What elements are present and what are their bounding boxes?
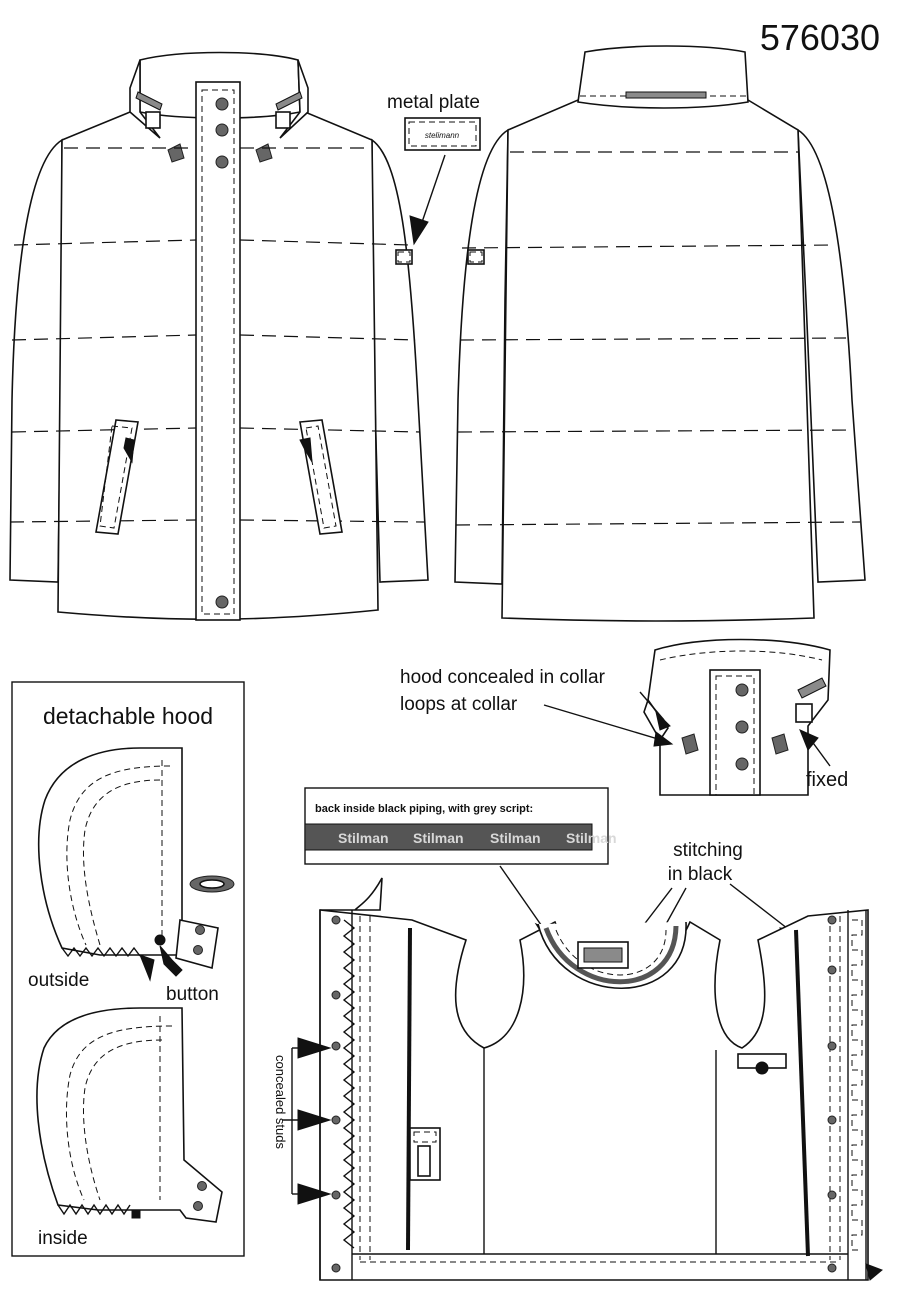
collar-detail: hood concealed in collar loops at collar… <box>400 638 848 796</box>
collar-loop-right <box>275 91 303 111</box>
collar-hook-left <box>681 733 699 755</box>
hood-inside-label: inside <box>38 1228 88 1249</box>
front-left-sleeve <box>9 138 63 583</box>
arrow-icon <box>297 1183 332 1205</box>
collar-loop-left <box>135 91 163 111</box>
hood-inside <box>36 1007 223 1223</box>
front-right-sleeve <box>371 138 429 583</box>
arrow-icon <box>799 729 819 751</box>
sleeve-metal-plate <box>395 249 413 265</box>
snap-button <box>215 97 229 111</box>
collar-tab-left <box>145 111 161 129</box>
metal-plate-detail <box>404 117 481 151</box>
detachable-hood-title: detachable hood <box>43 703 213 729</box>
hood-button-label: button <box>166 984 219 1005</box>
metal-plate-label: metal plate <box>387 92 480 113</box>
front-view-jacket <box>9 51 429 621</box>
piping-script-text: Stilman <box>566 830 617 846</box>
snap-button <box>215 155 229 169</box>
zipper-pull-icon <box>123 437 135 464</box>
snap-button <box>215 123 229 137</box>
arrow-icon <box>159 945 183 977</box>
piping-strip <box>304 823 593 851</box>
snap-button <box>735 720 749 734</box>
fixed-label: fixed <box>806 769 848 791</box>
collar-detail-loop <box>797 677 827 699</box>
hood-concealed-label: hood concealed in collar <box>400 667 606 688</box>
svg-text:stelimann: stelimann <box>425 131 460 140</box>
hood-outside <box>37 747 183 956</box>
stitching-label-line1: stitching <box>673 840 743 861</box>
snap-button <box>735 683 749 697</box>
back-right-sleeve <box>797 128 866 583</box>
back-sleeve-plate <box>467 249 485 265</box>
back-body <box>501 99 815 622</box>
detachable-hood-panel: detachable hood outside button inside <box>11 681 245 1257</box>
hood-outside-label: outside <box>28 970 89 991</box>
piping-script-text: Stilman <box>413 830 464 846</box>
stitching-label-line2: in black <box>668 864 733 885</box>
piping-script-text: Stilman <box>490 830 541 846</box>
style-number: 576030 <box>760 17 880 58</box>
concealed-studs-callout: concealed studs <box>273 1037 332 1205</box>
metal-plate-callout: metal plate stelimann <box>387 92 481 246</box>
arrow-icon <box>297 1037 332 1059</box>
back-view-jacket <box>454 45 866 622</box>
snap-button <box>735 757 749 771</box>
hood-tab <box>175 919 219 970</box>
front-placket <box>195 81 241 621</box>
back-collar <box>577 45 749 109</box>
back-collar-loop <box>625 91 707 99</box>
collar-detail-placket <box>709 669 761 796</box>
detachable-hood-frame <box>11 681 245 1257</box>
inside-view-jacket <box>319 877 883 1281</box>
piping-swatch: back inside black piping, with grey scri… <box>304 787 617 942</box>
arrow-icon <box>655 710 671 731</box>
piping-script-text: Stilman <box>338 830 389 846</box>
collar-hook-right <box>771 733 789 755</box>
zipper-pull-icon <box>299 437 313 463</box>
arrow-icon <box>297 1109 332 1131</box>
collar-tab-right <box>275 111 291 129</box>
arrow-icon <box>653 731 674 747</box>
hood-button-icon <box>154 934 166 946</box>
snap-button <box>215 595 229 609</box>
back-left-sleeve <box>454 128 509 585</box>
collar-detail-tab <box>795 703 813 723</box>
arrow-icon <box>409 215 429 246</box>
loops-at-collar-label: loops at collar <box>400 694 518 715</box>
piping-description: back inside black piping, with grey scri… <box>315 803 533 815</box>
concealed-studs-label: concealed studs <box>273 1055 288 1149</box>
